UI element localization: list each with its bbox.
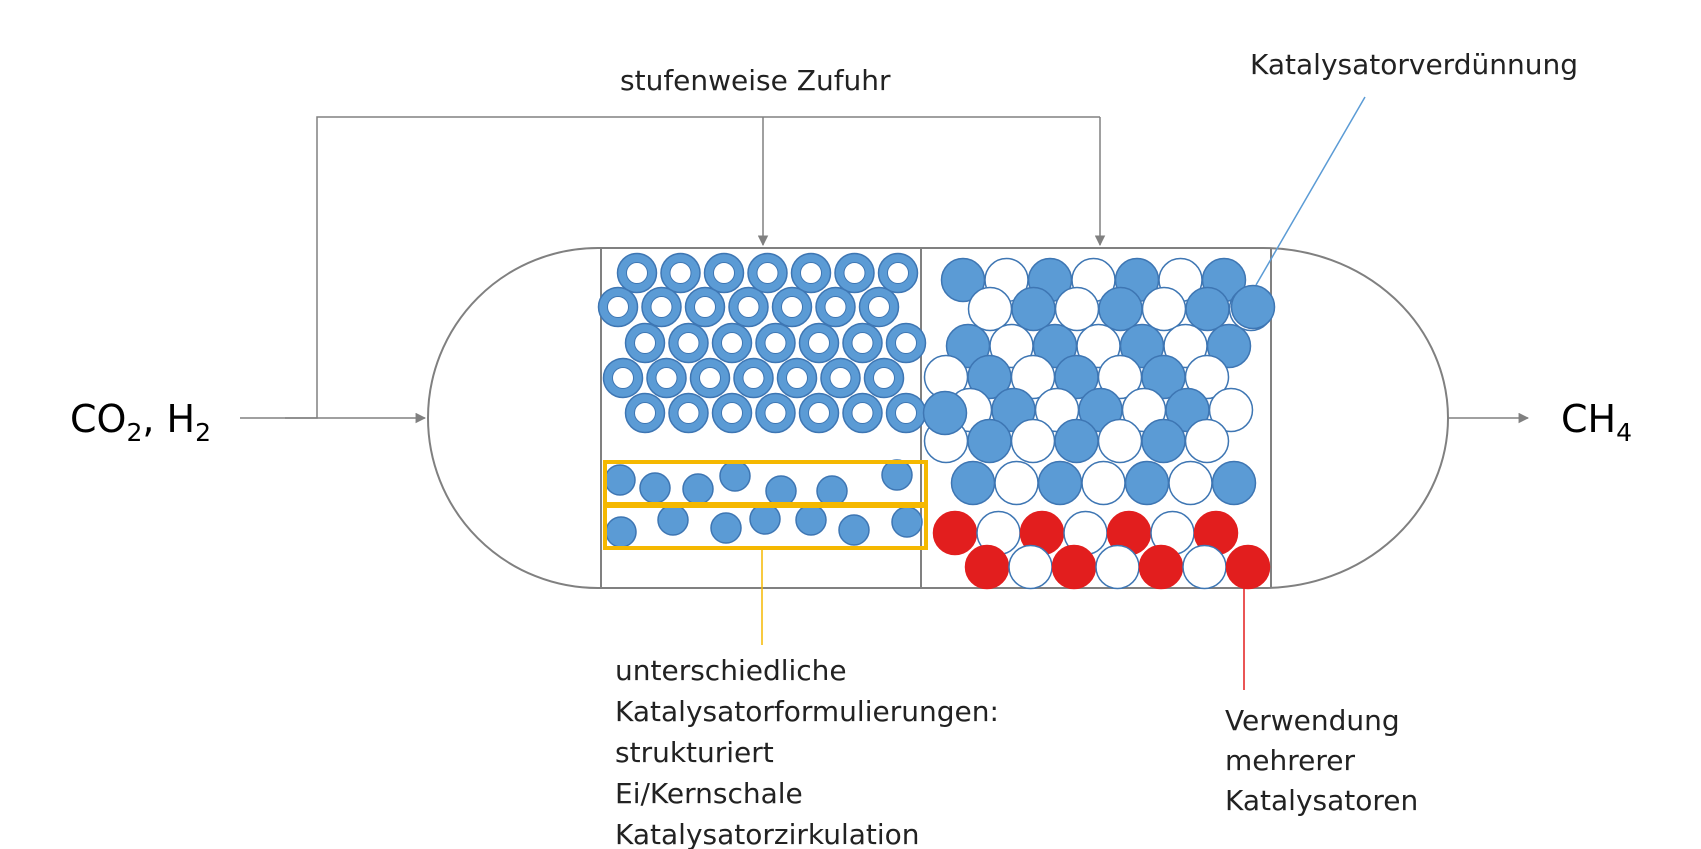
catalyst-particle bbox=[1037, 460, 1083, 506]
structured-particle bbox=[657, 504, 689, 536]
structured-box-bottom bbox=[603, 504, 928, 550]
red-catalyst-particle bbox=[932, 510, 978, 556]
eggshell-core bbox=[824, 296, 847, 318]
catalyst-particle bbox=[922, 390, 968, 436]
multi-catalyst-label: Verwendung mehrerer Katalysatoren bbox=[1225, 704, 1418, 817]
structured-particle bbox=[816, 475, 848, 507]
inert-particle bbox=[1184, 418, 1230, 464]
inert-particle bbox=[1168, 460, 1213, 506]
eggshell-core bbox=[873, 367, 895, 389]
eggshell-core bbox=[607, 296, 629, 318]
catalyst-particle bbox=[1124, 460, 1170, 506]
eggshell-core bbox=[713, 262, 735, 284]
inert-particle bbox=[967, 286, 1013, 332]
inert-particle bbox=[1054, 286, 1100, 332]
eggshell-core bbox=[851, 332, 874, 354]
structured-particle bbox=[719, 460, 751, 492]
catalyst-particle bbox=[1230, 284, 1276, 330]
inert-particle bbox=[1141, 286, 1187, 332]
eggshell-catalyst-bed bbox=[597, 252, 927, 434]
eggshell-core bbox=[634, 402, 656, 424]
eggshell-core bbox=[786, 367, 808, 389]
red-catalyst-particle bbox=[1138, 544, 1184, 590]
eggshell-core bbox=[634, 332, 656, 354]
formulations-label: unterschiedliche Katalysatorformulierung… bbox=[615, 654, 1008, 849]
catalyst-particle bbox=[1141, 418, 1186, 464]
catalyst-particle bbox=[1185, 286, 1230, 332]
eggshell-core bbox=[764, 402, 787, 424]
inert-particle bbox=[1095, 544, 1140, 590]
catalyst-particle bbox=[1098, 286, 1143, 332]
red-catalyst-particle bbox=[1225, 544, 1271, 590]
structured-particle bbox=[749, 503, 781, 535]
eggshell-core bbox=[650, 296, 673, 318]
catalyst-particle bbox=[1211, 460, 1257, 506]
catalyst-particle bbox=[1054, 418, 1099, 464]
feed-lines bbox=[240, 116, 1530, 424]
structured-particle bbox=[795, 504, 827, 536]
eggshell-core bbox=[808, 332, 830, 354]
inlet-label: CO2, H2 bbox=[70, 397, 211, 447]
eggshell-core bbox=[677, 332, 700, 354]
reactor-vessel bbox=[427, 247, 1449, 589]
catalyst-particle bbox=[967, 418, 1012, 464]
multi-catalyst-bed bbox=[932, 510, 1271, 590]
structured-particle bbox=[891, 506, 923, 538]
eggshell-core bbox=[737, 296, 760, 318]
eggshell-core bbox=[677, 402, 700, 424]
inert-particle bbox=[1008, 544, 1053, 590]
eggshell-core bbox=[829, 367, 852, 389]
structured-particle bbox=[881, 459, 913, 491]
eggshell-core bbox=[895, 332, 917, 354]
eggshell-core bbox=[699, 367, 721, 389]
catalyst-particle bbox=[1206, 323, 1252, 369]
eggshell-core bbox=[895, 402, 917, 424]
inert-particle bbox=[1182, 544, 1227, 590]
outlet-label: CH4 bbox=[1561, 397, 1632, 447]
eggshell-core bbox=[721, 332, 743, 354]
eggshell-core bbox=[626, 262, 648, 284]
eggshell-core bbox=[843, 262, 866, 284]
eggshell-core bbox=[764, 332, 787, 354]
eggshell-core bbox=[694, 296, 716, 318]
catalyst-particle bbox=[950, 460, 996, 506]
eggshell-core bbox=[808, 402, 830, 424]
staged-feed-label: stufenweise Zufuhr bbox=[620, 64, 891, 97]
inert-particle bbox=[994, 460, 1039, 506]
diluted-catalyst-bed bbox=[922, 257, 1276, 506]
eggshell-core bbox=[756, 262, 779, 284]
eggshell-core bbox=[868, 296, 890, 318]
inert-particle bbox=[1081, 460, 1126, 506]
eggshell-core bbox=[887, 262, 909, 284]
structured-particle bbox=[838, 514, 870, 546]
red-catalyst-particle bbox=[964, 544, 1010, 590]
dilution-label: Katalysatorverdünnung bbox=[1250, 48, 1578, 81]
eggshell-core bbox=[669, 262, 692, 284]
red-catalyst-particle bbox=[1051, 544, 1097, 590]
eggshell-core bbox=[851, 402, 874, 424]
structured-particle bbox=[710, 512, 742, 544]
dilution-leader bbox=[1255, 96, 1366, 286]
inert-particle bbox=[1208, 387, 1254, 433]
structured-particle bbox=[639, 472, 671, 504]
structured-particle bbox=[765, 475, 797, 507]
inert-particle bbox=[1184, 354, 1230, 400]
structured-particle bbox=[605, 516, 637, 548]
inert-particle bbox=[1010, 418, 1056, 464]
eggshell-core bbox=[781, 296, 803, 318]
catalyst-particle bbox=[1011, 286, 1056, 332]
eggshell-core bbox=[655, 367, 678, 389]
eggshell-core bbox=[721, 402, 743, 424]
structured-particle bbox=[604, 464, 636, 496]
eggshell-core bbox=[612, 367, 634, 389]
eggshell-core bbox=[742, 367, 765, 389]
eggshell-core bbox=[800, 262, 822, 284]
inert-particle bbox=[1097, 418, 1143, 464]
structured-particle bbox=[682, 473, 714, 505]
